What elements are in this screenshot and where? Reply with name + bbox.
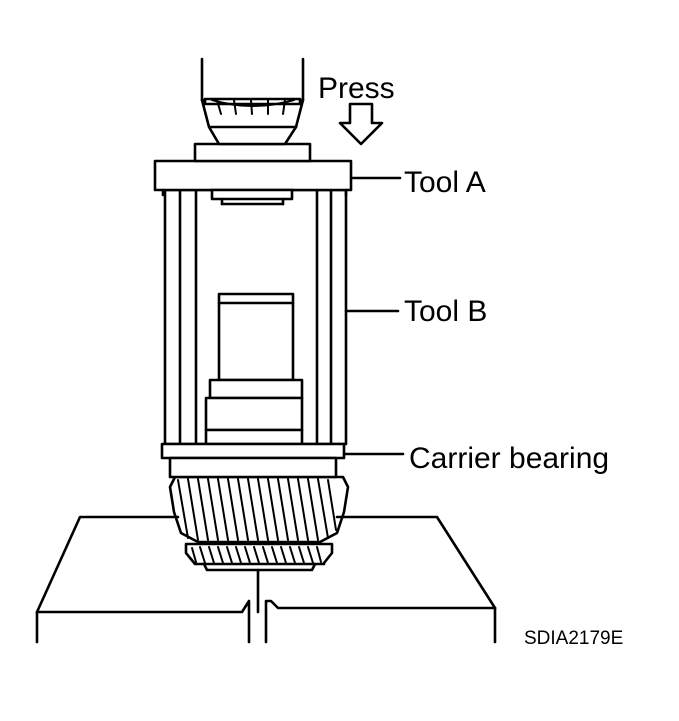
press-ram [193, 57, 312, 163]
down-arrow-icon [338, 102, 384, 146]
tool-b-label: Tool B [404, 295, 487, 328]
tool-a [153, 159, 353, 206]
carrier-bearing [160, 442, 346, 479]
leader-lines [342, 176, 405, 456]
figure-code: SDIA2179E [524, 628, 623, 649]
helical-gear [168, 475, 350, 544]
press-label: Press [318, 72, 395, 105]
tool-a-label: Tool A [404, 166, 486, 199]
support-block [35, 515, 497, 644]
shaft-adapter [204, 292, 304, 446]
pinion-gear [184, 542, 334, 614]
carrier-bearing-label: Carrier bearing [409, 442, 609, 475]
